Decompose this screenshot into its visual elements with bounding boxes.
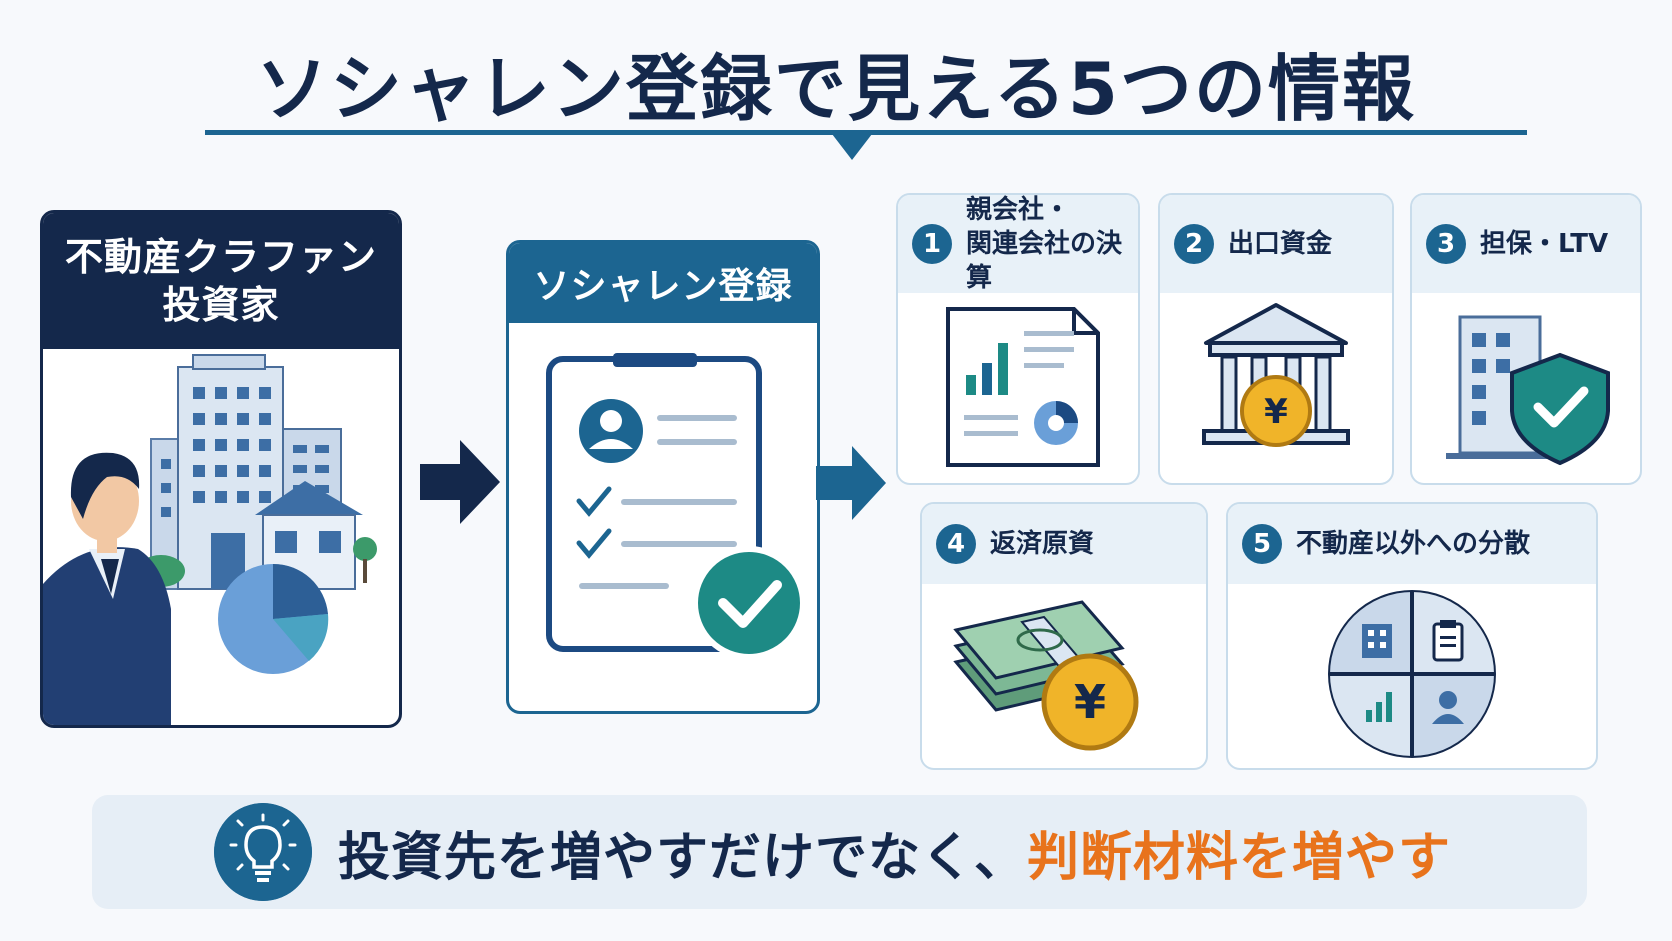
- card-3-label: 担保・LTV: [1480, 227, 1608, 261]
- cash-yen-icon: ¥: [953, 600, 1139, 751]
- register-panel: ソシャレン登録: [506, 240, 820, 714]
- lightbulb-icon: [214, 803, 312, 901]
- info-card-5: 5 不動産以外への分散: [1226, 502, 1598, 770]
- banner-text-main: 投資先を増やすだけでなく、: [338, 827, 1028, 888]
- card-1-header: 1 親会社・ 関連会社の決算: [898, 195, 1138, 293]
- card-4-label-line1: 返済原資: [990, 529, 1095, 559]
- card-5-number: 5: [1242, 524, 1282, 564]
- svg-text:¥: ¥: [1074, 675, 1106, 729]
- info-card-4: 4 返済原資 ¥: [920, 502, 1208, 770]
- card-4-header: 4 返済原資: [922, 504, 1206, 584]
- title-underline: [205, 130, 1527, 135]
- card-5-label-line1: 不動産以外への分散: [1296, 529, 1531, 559]
- banner-text: 投資先を増やすだけでなく、判断材料を増やす: [338, 815, 1451, 890]
- register-header: ソシャレン登録: [509, 243, 817, 323]
- bank-yen-icon: ¥: [1202, 303, 1350, 447]
- card-2-number: 2: [1174, 224, 1214, 264]
- card-3-label-line1: 担保・LTV: [1480, 229, 1609, 259]
- card-1-label-line1: 親会社・: [966, 195, 1071, 225]
- title-notch: [832, 134, 872, 160]
- card-2-header: 2 出口資金: [1160, 195, 1392, 293]
- investor-label-line2: 投資家: [162, 283, 280, 327]
- card-4-number: 4: [936, 524, 976, 564]
- arrow-right-icon: [816, 446, 886, 520]
- investor-header: 不動産クラファン 投資家: [43, 213, 399, 349]
- card-1-number: 1: [912, 224, 952, 264]
- card-3-header: 3 担保・LTV: [1412, 195, 1640, 293]
- investor-panel: 不動産クラファン 投資家: [40, 210, 402, 728]
- card-5-header: 5 不動産以外への分散: [1228, 504, 1596, 584]
- info-card-3: 3 担保・LTV: [1410, 193, 1642, 485]
- svg-text:¥: ¥: [1264, 392, 1288, 432]
- financial-report-icon: [946, 307, 1100, 467]
- info-card-1: 1 親会社・ 関連会社の決算: [896, 193, 1140, 485]
- investor-label-line1: 不動産クラファン: [64, 235, 377, 279]
- card-1-label: 親会社・ 関連会社の決算: [966, 195, 1138, 295]
- page-title: ソシャレン登録で見える5つの情報: [256, 47, 1416, 131]
- building-shield-icon: [1446, 315, 1610, 466]
- info-card-2: 2 出口資金 ¥: [1158, 193, 1394, 485]
- card-2-label-line1: 出口資金: [1228, 229, 1333, 259]
- card-5-label: 不動産以外への分散: [1296, 527, 1530, 561]
- card-2-label: 出口資金: [1228, 227, 1332, 261]
- banner-text-accent: 判断材料を増やす: [1027, 827, 1452, 888]
- card-3-number: 3: [1426, 224, 1466, 264]
- card-1-label-line2: 関連会社の決算: [966, 229, 1123, 293]
- arrow-right-icon: [420, 440, 500, 524]
- investor-buildings-illustration: [43, 354, 377, 725]
- card-4-label: 返済原資: [990, 527, 1094, 561]
- registration-form-illustration: [546, 353, 806, 660]
- diversification-circle-icon: [1328, 590, 1496, 758]
- summary-banner: 投資先を増やすだけでなく、判断材料を増やす: [92, 795, 1587, 909]
